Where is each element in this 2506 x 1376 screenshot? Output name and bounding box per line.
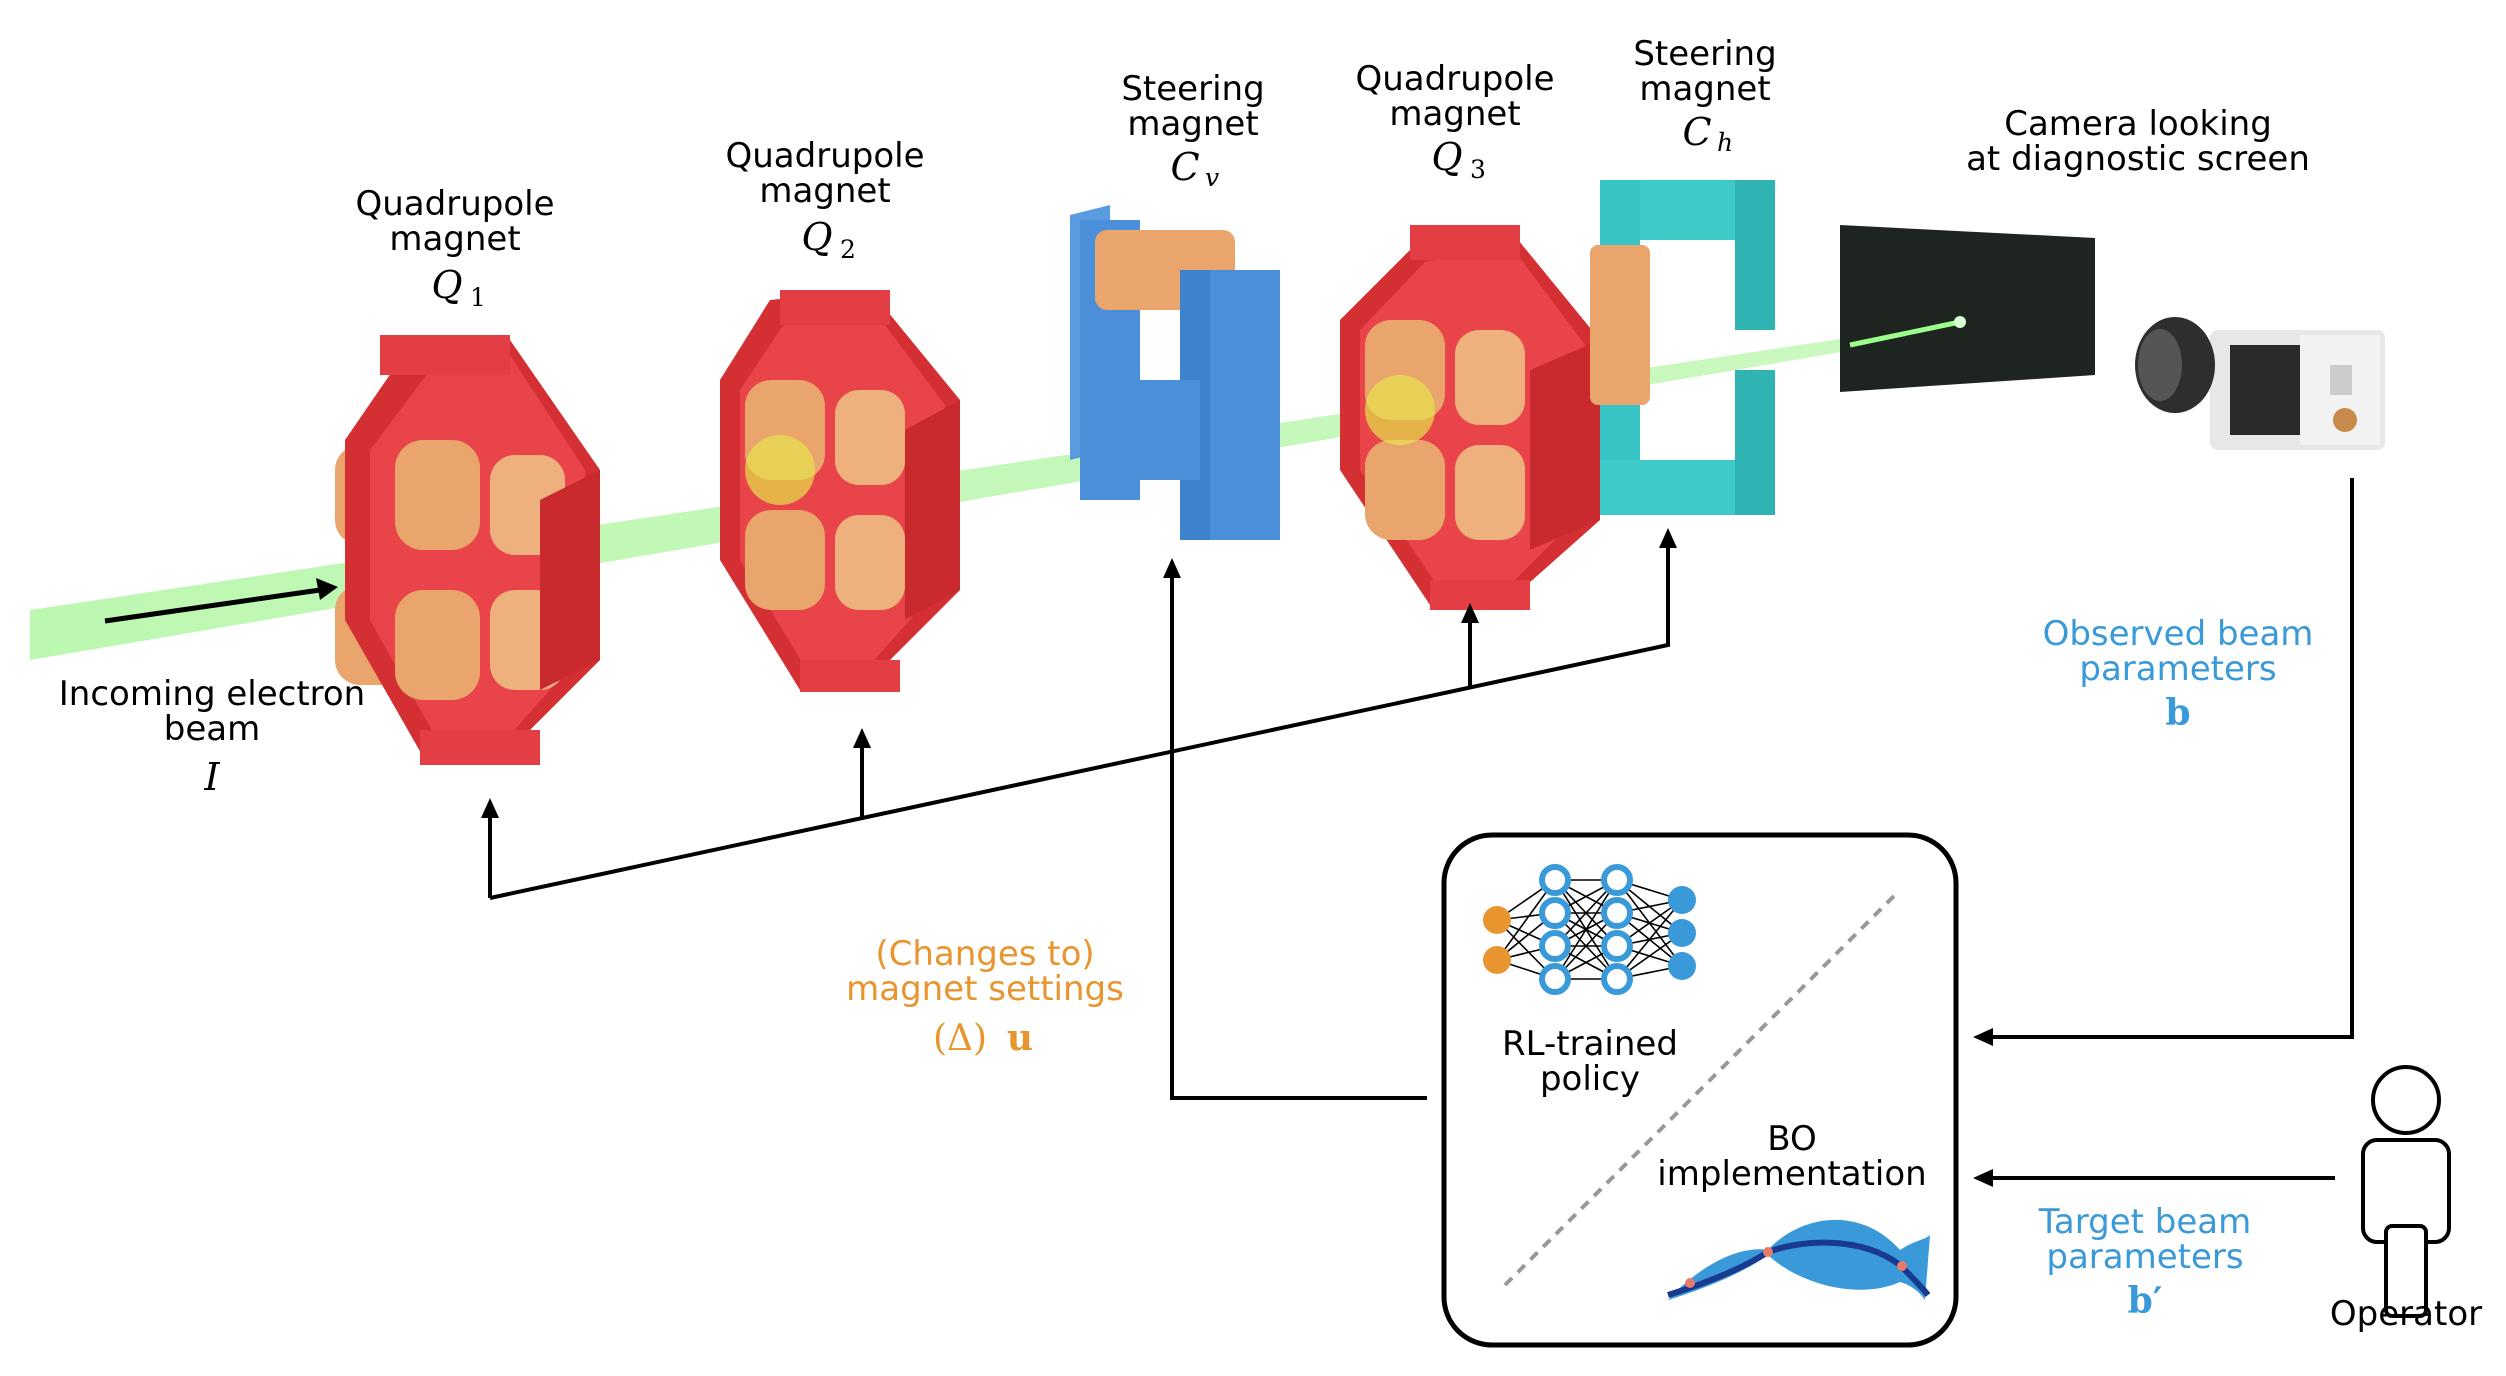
incoming-beam-label: Incoming electron beam I <box>59 674 365 799</box>
svg-text:Quadrupole: Quadrupole <box>355 184 554 224</box>
q1-label: Quadrupole magnet Q 1 <box>355 184 554 312</box>
svg-text:Incoming electron: Incoming electron <box>59 674 365 714</box>
svg-text:policy: policy <box>1540 1059 1640 1099</box>
steering-magnet-cv <box>1070 205 1280 540</box>
svg-text:Observed beam: Observed beam <box>2043 614 2314 654</box>
svg-text:Camera looking: Camera looking <box>2004 104 2272 144</box>
ch-label: Steering magnet C h <box>1633 34 1776 157</box>
svg-text:parameters: parameters <box>2046 1237 2243 1277</box>
svg-text:magnet settings: magnet settings <box>846 969 1124 1009</box>
svg-text:2: 2 <box>840 235 856 264</box>
diagnostic-screen <box>1840 225 2095 392</box>
svg-text:magnet: magnet <box>759 171 890 211</box>
steering-magnet-ch <box>1590 180 1775 515</box>
svg-text:magnet: magnet <box>1639 69 1770 109</box>
svg-text:Quadrupole: Quadrupole <box>1355 59 1554 99</box>
operator-icon <box>2361 1065 2451 1318</box>
rl-policy-label: RL-trained policy <box>1502 1024 1678 1099</box>
cv-label: Steering magnet C v <box>1121 69 1264 192</box>
gaussian-process-icon <box>1667 1219 1931 1300</box>
observed-beam-label: Observed beam parameters b <box>2043 614 2314 734</box>
svg-text:v: v <box>1205 163 1219 192</box>
arrowheads <box>481 528 1993 1187</box>
svg-text:1: 1 <box>470 283 486 312</box>
svg-text:(Changes to): (Changes to) <box>875 934 1094 974</box>
svg-text:u: u <box>1007 1017 1033 1059</box>
svg-text:implementation: implementation <box>1657 1154 1926 1194</box>
quadrupole-magnet-q1 <box>335 335 600 765</box>
svg-text:h: h <box>1717 128 1733 157</box>
svg-text:Q: Q <box>431 263 462 307</box>
svg-text:b: b <box>2165 692 2190 734</box>
svg-text:Target beam: Target beam <box>2038 1202 2251 1242</box>
beam-direction-arrow <box>104 578 338 624</box>
svg-text:I: I <box>203 755 220 799</box>
controller-box <box>1441 832 1959 1348</box>
svg-text:Q: Q <box>1431 135 1462 179</box>
svg-text:RL-trained: RL-trained <box>1502 1024 1678 1064</box>
magnet-settings-label: (Changes to) magnet settings (Δ) u <box>846 934 1124 1059</box>
svg-text:(Δ): (Δ) <box>933 1018 987 1059</box>
svg-text:3: 3 <box>1470 155 1486 184</box>
quadrupole-magnet-q3 <box>1340 225 1600 610</box>
svg-text:at diagnostic screen: at diagnostic screen <box>1966 139 2310 179</box>
svg-text:magnet: magnet <box>1127 104 1258 144</box>
q3-label: Quadrupole magnet Q 3 <box>1355 59 1554 184</box>
camera-label: Camera looking at diagnostic screen <box>1966 104 2310 179</box>
operator-label: Operator <box>2330 1294 2482 1334</box>
bo-label: BO implementation <box>1657 1119 1926 1194</box>
svg-text:beam: beam <box>164 709 260 749</box>
svg-text:Quadrupole: Quadrupole <box>725 136 924 176</box>
svg-text:magnet: magnet <box>389 219 520 259</box>
svg-text:Steering: Steering <box>1121 69 1264 109</box>
svg-text:BO: BO <box>1767 1119 1817 1159</box>
svg-text:parameters: parameters <box>2079 649 2276 689</box>
svg-text:C: C <box>1170 145 1199 189</box>
svg-text:Q: Q <box>801 215 832 259</box>
svg-text:C: C <box>1682 110 1711 154</box>
svg-text:magnet: magnet <box>1389 94 1520 134</box>
target-beam-label: Target beam parameters b′ <box>2038 1202 2251 1322</box>
control-lines <box>488 478 2354 1180</box>
quadrupole-magnet-q2 <box>720 290 960 692</box>
svg-text:b′: b′ <box>2128 1280 2163 1322</box>
svg-text:Steering: Steering <box>1633 34 1776 74</box>
q2-label: Quadrupole magnet Q 2 <box>725 136 924 264</box>
camera-icon <box>2135 317 2385 450</box>
neural-network-icon <box>1483 864 1696 995</box>
